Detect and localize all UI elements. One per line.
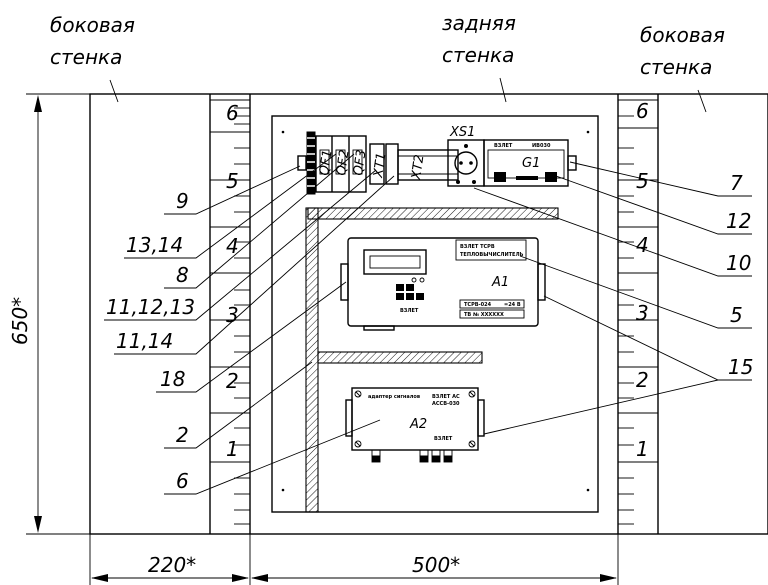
svg-text:5: 5 bbox=[730, 303, 743, 327]
svg-text:10: 10 bbox=[726, 251, 751, 275]
svg-text:9: 9 bbox=[176, 189, 189, 213]
svg-text:8: 8 bbox=[176, 263, 189, 287]
svg-text:500*: 500* bbox=[412, 553, 460, 577]
svg-text:ВЗЛЕТ: ВЗЛЕТ bbox=[494, 143, 513, 149]
svg-text:6: 6 bbox=[226, 101, 239, 125]
svg-text:6: 6 bbox=[176, 469, 189, 493]
svg-text:A2: A2 bbox=[409, 417, 427, 432]
svg-text:стенка: стенка bbox=[442, 43, 514, 67]
right-ruler: 6 5 4 3 2 1 bbox=[618, 99, 658, 525]
left-callouts: 9 13,14 8 11,12,13 11,14 18 2 6 bbox=[104, 153, 395, 495]
svg-text:задняя: задняя bbox=[442, 11, 516, 35]
left-ruler: 6 5 4 3 2 1 bbox=[210, 99, 250, 525]
svg-text:ВЗЛЕТ: ВЗЛЕТ bbox=[400, 308, 419, 314]
right-callouts: 7 12 10 5 15 bbox=[473, 161, 753, 435]
svg-text:3: 3 bbox=[636, 301, 649, 325]
svg-text:5: 5 bbox=[226, 169, 239, 193]
svg-text:ИВ030: ИВ030 bbox=[532, 143, 551, 149]
svg-text:220*: 220* bbox=[148, 553, 196, 577]
rail-devices: QF1 QF2 QF3 XT1 XT2 XS1 ВЗЛЕТ ИВ030 G1 bbox=[297, 125, 577, 195]
svg-text:4: 4 bbox=[226, 234, 239, 258]
svg-text:XT2: XT2 bbox=[409, 154, 427, 182]
svg-text:11,12,13: 11,12,13 bbox=[106, 295, 195, 319]
a1-keypad bbox=[396, 277, 425, 300]
svg-text:5: 5 bbox=[636, 169, 649, 193]
svg-text:адаптер сигналов: адаптер сигналов bbox=[368, 394, 420, 400]
svg-text:3: 3 bbox=[226, 303, 239, 327]
svg-text:боковая: боковая bbox=[50, 13, 135, 37]
svg-text:2: 2 bbox=[636, 368, 649, 392]
width-dimensions: 220* 500* bbox=[89, 534, 619, 585]
svg-text:ВЗЛЕТ: ВЗЛЕТ bbox=[434, 436, 453, 442]
svg-text:XS1: XS1 bbox=[449, 125, 475, 140]
svg-text:XT1: XT1 bbox=[371, 152, 389, 180]
svg-text:стенка: стенка bbox=[50, 45, 122, 69]
svg-text:4: 4 bbox=[636, 233, 649, 257]
svg-text:1: 1 bbox=[636, 437, 649, 461]
a2-glands bbox=[371, 449, 453, 463]
svg-text:ТСРВ-024: ТСРВ-024 bbox=[464, 302, 492, 308]
mounting-plate bbox=[271, 115, 599, 513]
svg-text:QF1: QF1 bbox=[317, 149, 335, 177]
svg-text:АССВ-030: АССВ-030 bbox=[432, 401, 460, 407]
svg-text:11,14: 11,14 bbox=[116, 329, 173, 353]
svg-text:18: 18 bbox=[160, 367, 185, 391]
svg-text:G1: G1 bbox=[522, 156, 540, 171]
device-a2: адаптер сигналов ВЗЛЕТ АС АССВ-030 A2 ВЗ… bbox=[345, 387, 485, 463]
svg-text:ВЗЛЕТ АС: ВЗЛЕТ АС bbox=[432, 394, 460, 400]
svg-text:QF3: QF3 bbox=[351, 149, 369, 177]
back-wall-label: задняя стенка bbox=[442, 11, 516, 103]
svg-text:1: 1 bbox=[226, 437, 239, 461]
left-wall-label: боковая стенка bbox=[50, 13, 135, 103]
svg-text:боковая: боковая bbox=[640, 23, 725, 47]
svg-text:A1: A1 bbox=[491, 275, 509, 290]
svg-text:2: 2 bbox=[176, 423, 189, 447]
device-a1: ВЗЛЕТ ТСРВ ТЕПЛОВЫЧИСЛИТЕЛЬ A1 ВЗЛЕТ ТСР… bbox=[340, 237, 546, 331]
svg-text:2: 2 bbox=[226, 369, 239, 393]
svg-text:стенка: стенка bbox=[640, 55, 712, 79]
svg-text:=24 В: =24 В bbox=[504, 302, 521, 308]
svg-text:6: 6 bbox=[636, 99, 649, 123]
height-dimension: 650* bbox=[8, 93, 90, 535]
svg-text:ТЕПЛОВЫЧИСЛИТЕЛЬ: ТЕПЛОВЫЧИСЛИТЕЛЬ bbox=[460, 252, 524, 258]
svg-text:15: 15 bbox=[728, 355, 753, 379]
svg-text:ВЗЛЕТ ТСРВ: ВЗЛЕТ ТСРВ bbox=[460, 244, 495, 250]
svg-text:12: 12 bbox=[726, 209, 751, 233]
svg-text:13,14: 13,14 bbox=[126, 233, 183, 257]
cabinet-outline bbox=[89, 93, 768, 535]
right-wall-label: боковая стенка bbox=[640, 23, 725, 113]
din-rails bbox=[305, 207, 559, 513]
svg-text:ТВ № XXXXXX: ТВ № XXXXXX bbox=[464, 312, 504, 318]
svg-text:7: 7 bbox=[730, 171, 743, 195]
svg-text:650*: 650* bbox=[8, 297, 32, 345]
